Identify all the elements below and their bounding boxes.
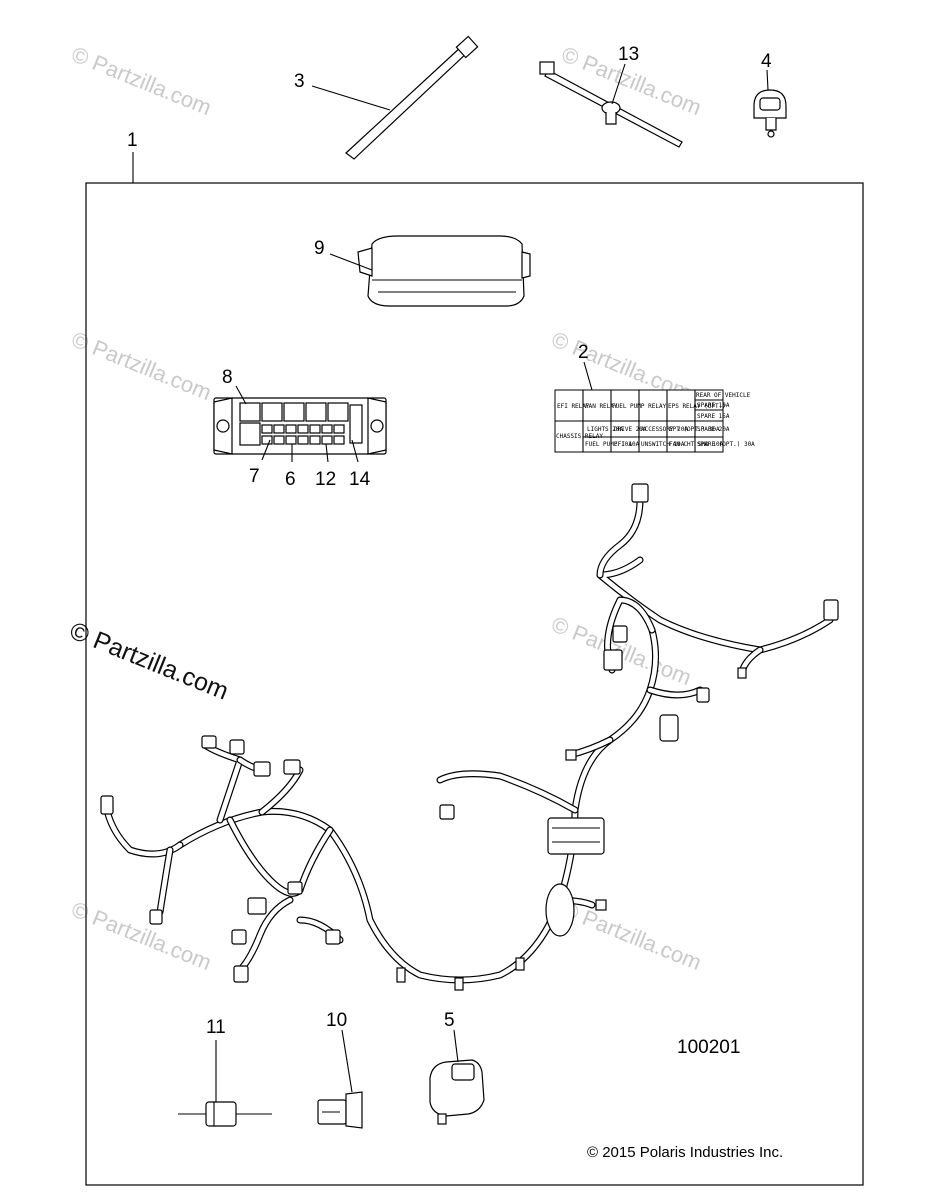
label-fan-cht: FAN CHT SHD 10A <box>669 441 724 448</box>
watermark: © Partzilla.com <box>68 896 215 975</box>
leader-line-10 <box>341 1029 353 1093</box>
callout-5: 5 <box>444 1010 455 1031</box>
copyright-notice: © 2015 Polaris Industries Inc. <box>587 1144 783 1161</box>
terminal-connector-part <box>317 1091 363 1129</box>
label-accessory: ACCESSORY 20A <box>641 426 688 433</box>
callout-1: 1 <box>127 130 138 151</box>
leader-line-4 <box>766 69 769 91</box>
callout-3: 3 <box>294 71 305 92</box>
leader-line-3 <box>311 85 391 111</box>
callout-8: 8 <box>222 367 233 388</box>
label-rear-of-vehicle: REAR OF VEHICLE <box>696 392 751 399</box>
callout-2: 2 <box>578 342 589 363</box>
leader-line-9 <box>329 253 373 271</box>
watermark-prominent: © Partzilla.com <box>66 617 233 706</box>
leader-line-7 <box>261 439 271 461</box>
leader-line-2 <box>583 361 593 391</box>
cable-tie-part <box>345 35 479 160</box>
leader-line-14 <box>351 439 359 463</box>
plug-connector-part <box>429 1059 485 1125</box>
label-spare-opt: SPARE (OPT.) 30A <box>697 441 755 448</box>
label-spare-20a: SPARE 20A <box>697 426 730 433</box>
callout-6: 6 <box>285 469 296 490</box>
label-fuel-pump: FUEL PUMP 10A <box>585 441 632 448</box>
leader-line-5 <box>453 1029 459 1063</box>
label-fan-relay: FAN RELAY <box>585 403 618 410</box>
leader-line-8 <box>235 385 247 405</box>
label-drive: DRIVE 20A <box>614 426 647 433</box>
callout-12: 12 <box>315 469 336 490</box>
wiring-harness <box>100 483 839 991</box>
watermark: © Partzilla.com <box>68 41 215 120</box>
clip-part <box>753 89 787 138</box>
label-efi: EFI 10A <box>614 441 640 448</box>
label-lights: LIGHTS 20A <box>587 426 624 433</box>
label-fuel-pump-relay: FUEL PUMP RELAY <box>612 403 667 410</box>
fuse-box-cover-part <box>357 235 531 307</box>
leader-line-13 <box>611 63 626 105</box>
watermark: © Partzilla.com <box>68 326 215 405</box>
callout-9: 9 <box>314 238 325 259</box>
fuse-box-part <box>213 397 387 455</box>
callout-13: 13 <box>618 44 639 65</box>
label-ept-opt: EPT (OPT.) 30A <box>669 426 720 433</box>
push-mount-tie-part <box>539 61 683 148</box>
figure-number: 100201 <box>677 1037 740 1058</box>
callout-14: 14 <box>349 469 371 490</box>
label-spare-10a: SPARE 10A <box>697 402 730 409</box>
diode-part <box>178 1101 272 1127</box>
label-chassis-relay: CHASSIS RELAY <box>556 433 603 440</box>
callout-10: 10 <box>326 1010 347 1031</box>
watermark: © Partzilla.com <box>558 896 705 975</box>
label-eps-relay: EPS RELAY (OPT.) <box>668 403 726 410</box>
callout-7: 7 <box>249 466 260 487</box>
label-spare-15a: SPARE 15A <box>697 413 730 420</box>
callout-4: 4 <box>761 51 772 72</box>
leader-line-12 <box>325 443 329 463</box>
label-unswitch: UNSWITCH 10A <box>641 441 685 448</box>
callout-11: 11 <box>206 1017 226 1038</box>
kit-frame <box>85 182 864 1186</box>
watermarks: © Partzilla.com © Partzilla.com © Partzi… <box>66 41 705 975</box>
fuse-label-part: EFI RELAY FAN RELAY FUEL PUMP RELAY EPS … <box>554 389 755 453</box>
label-efi-relay: EFI RELAY <box>557 403 590 410</box>
